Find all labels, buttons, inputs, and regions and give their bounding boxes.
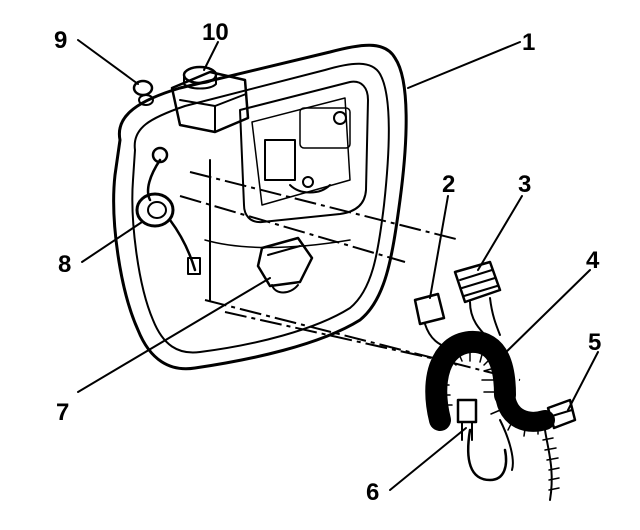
grommet-clip [132,79,154,106]
callout-labels: 1 2 3 4 5 6 7 8 9 10 [54,19,601,506]
callout-9: 9 [54,27,67,54]
round-motor-connector [135,146,201,275]
callout-1: 1 [522,29,535,56]
callout-6: 6 [366,479,379,506]
callout-leader-lines [77,39,599,491]
connector-2 [413,292,449,349]
callout-5: 5 [588,329,601,356]
callout-3: 3 [518,171,531,198]
conduit-retainer-clip [456,398,478,441]
callout-8: 8 [58,251,71,278]
callout-10: 10 [202,19,229,46]
connector-3 [453,260,502,339]
callout-7: 7 [56,399,69,426]
mirror-housing [112,43,408,371]
wiring-conduit [425,331,560,501]
callout-4: 4 [586,247,600,274]
harness-plug [256,236,314,294]
routing-guide-lines [179,159,521,381]
callout-2: 2 [442,171,455,198]
connector-5 [546,398,577,430]
top-switch-bracket [170,65,250,134]
